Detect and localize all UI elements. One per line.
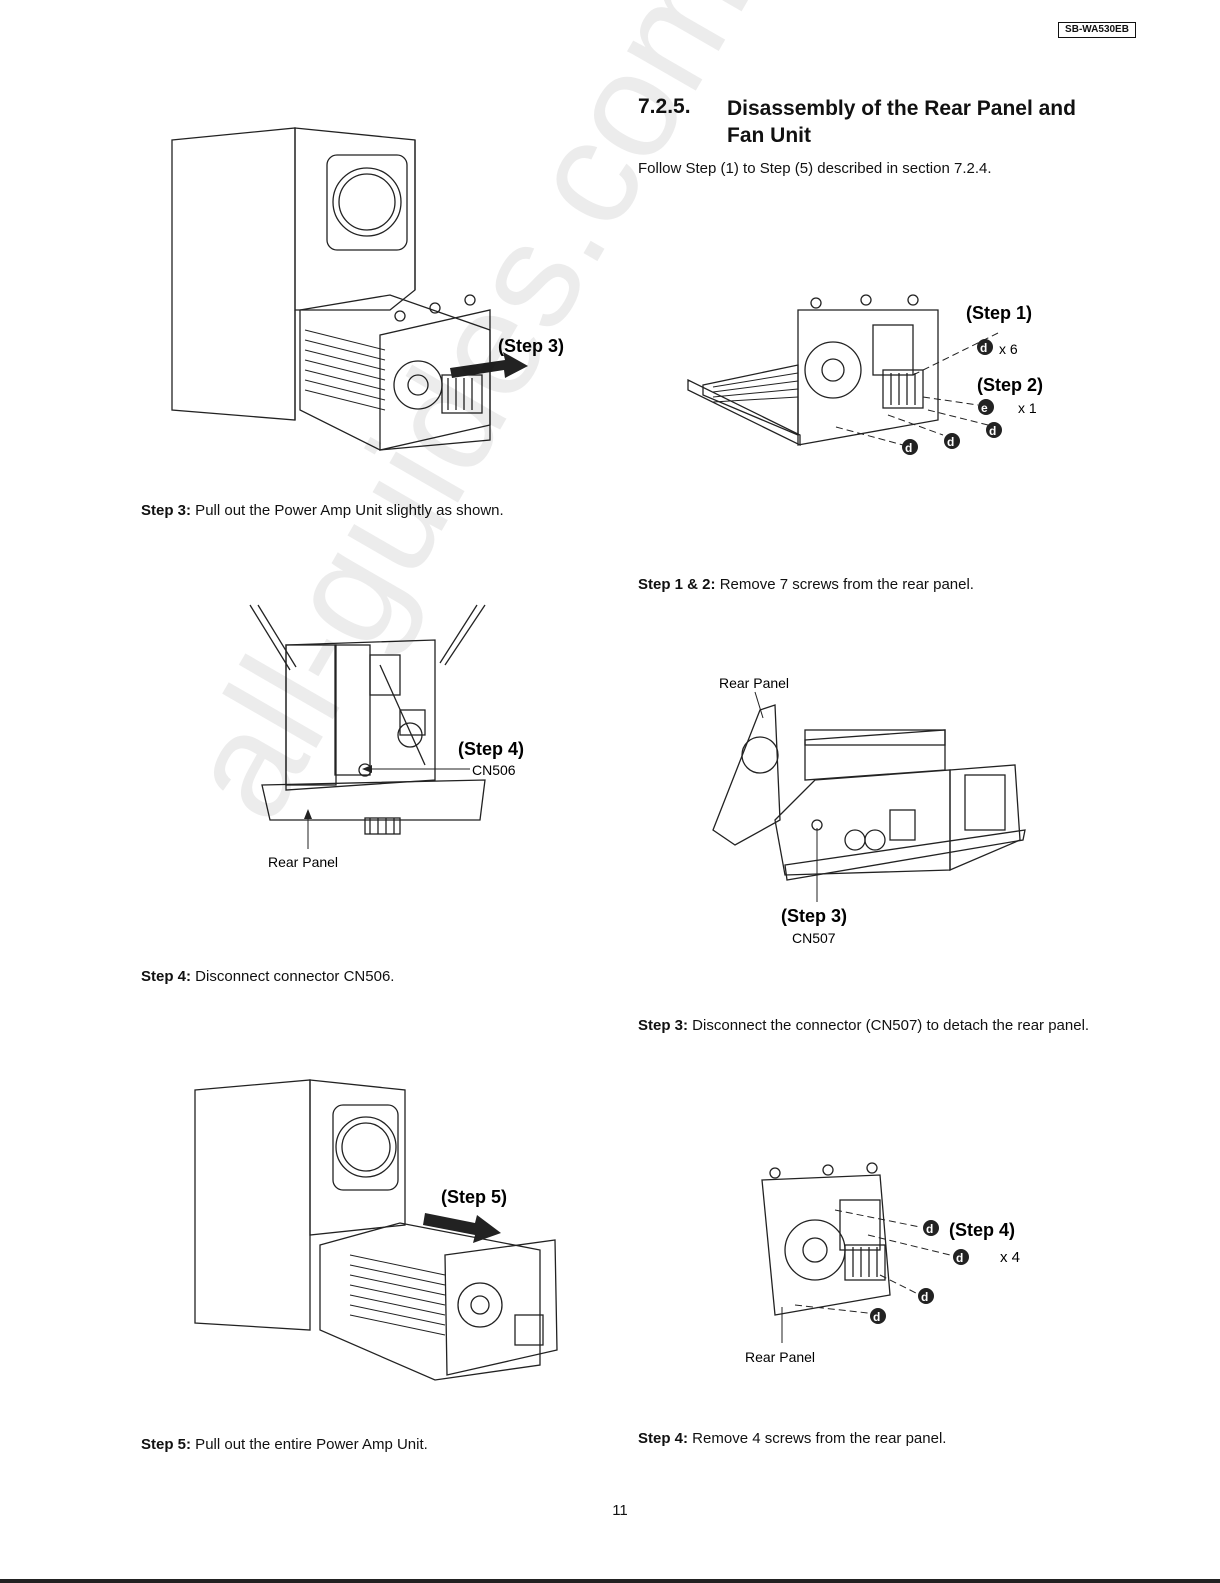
bottom-rule (0, 1579, 1220, 1583)
rear-panel-detached-illustration: Rear Panel (Step 3) CN507 (712, 675, 1026, 946)
caption-lead: Step 4: (638, 1430, 689, 1447)
fig-label-step4: (Step 4) (458, 739, 524, 759)
caption-right-2: Step 3: Disconnect the connector (CN507)… (638, 1015, 1103, 1037)
fig-label-step1: (Step 1) (966, 303, 1032, 323)
screw-d-letter: d (905, 441, 912, 455)
panel-arrow-icon (304, 809, 312, 819)
screw-e-letter: e (981, 401, 988, 415)
caption-text: Pull out the entire Power Amp Unit. (191, 1436, 428, 1453)
rear-panel-four-screws-illustration: d (Step 4) d x 4 d d Rear Panel (745, 1162, 1020, 1365)
fig-label-step3: (Step 3) (498, 336, 564, 356)
screw-d-letter: d (989, 424, 996, 438)
fig-label-cn506: CN506 (472, 762, 516, 778)
screw-d-icon: d (977, 339, 993, 355)
fig-label-rear-panel: Rear Panel (719, 675, 789, 691)
fig-label-cn507: CN507 (792, 930, 836, 946)
caption-left-1: Step 3: Pull out the Power Amp Unit slig… (141, 500, 504, 522)
figure-right-step1-2: (Step 1) d x 6 (Step 2) e x 1 d d d (687, 294, 1063, 465)
caption-text: Disconnect connector CN506. (191, 968, 395, 985)
figure-left-step4: (Step 4) CN506 Rear Panel (249, 604, 550, 875)
fig-label-qty: x 4 (1000, 1249, 1020, 1266)
caption-lead: Step 1 & 2: (638, 576, 716, 593)
fig-label-step4: (Step 4) (949, 1220, 1015, 1240)
fig-label-rear-panel: Rear Panel (268, 854, 338, 870)
fig-label-qty-d: x 6 (999, 341, 1018, 357)
fig-label-step2: (Step 2) (977, 375, 1043, 395)
caption-text: Pull out the Power Amp Unit slightly as … (191, 502, 504, 519)
screw-d-letter: d (947, 435, 954, 449)
caption-lead: Step 3: (141, 502, 192, 519)
screw-d-icon: d (944, 433, 960, 449)
caption-right-1: Step 1 & 2: Remove 7 screws from the rea… (638, 574, 974, 596)
screw-d-icon: d (986, 422, 1002, 438)
figure-right-step3: Rear Panel (Step 3) CN507 (705, 670, 1040, 955)
screw-d-icon: d (923, 1220, 939, 1236)
screw-d-icon: d (918, 1288, 934, 1304)
caption-left-2: Step 4: Disconnect connector CN506. (141, 966, 394, 988)
screw-d-letter: d (921, 1290, 928, 1304)
pull-arrow-icon (450, 352, 528, 378)
caption-right-3: Step 4: Remove 4 screws from the rear pa… (638, 1428, 946, 1450)
section-number: 7.2.5. (638, 95, 691, 118)
fig-label-step5: (Step 5) (441, 1187, 507, 1207)
rear-panel-screws-illustration: (Step 1) d x 6 (Step 2) e x 1 d d d (687, 294, 1043, 455)
caption-text: Remove 4 screws from the rear panel. (688, 1430, 947, 1447)
screw-e-icon: e (978, 399, 994, 415)
model-tag: SB-WA530EB (1058, 22, 1136, 38)
fig-label-rear-panel: Rear Panel (745, 1349, 815, 1365)
subwoofer-cabinet-illustration: (Step 3) (171, 127, 564, 451)
caption-text: Remove 7 screws from the rear panel. (715, 576, 974, 593)
pull-arrow-icon (423, 1213, 501, 1243)
screw-d-icon: d (902, 439, 918, 455)
caption-lead: Step 5: (141, 1436, 192, 1453)
screw-d-letter: d (956, 1251, 963, 1265)
figure-right-step4: d (Step 4) d x 4 d d Rear Panel (740, 1162, 1040, 1370)
screw-d-icon: d (870, 1308, 886, 1324)
figure-left-step5: (Step 5) (185, 1075, 575, 1395)
screw-d-letter: d (926, 1222, 933, 1236)
figure-left-step3: (Step 3) (160, 120, 590, 470)
power-amp-illustration: (Step 4) CN506 Rear Panel (249, 604, 524, 870)
screw-d-letter: d (873, 1310, 880, 1324)
page-number: 11 (612, 1502, 628, 1519)
screw-d-icon: d (953, 1249, 969, 1265)
section-title: Disassembly of the Rear Panel and Fan Un… (727, 97, 1076, 147)
subwoofer-amp-removed-illustration: (Step 5) (194, 1079, 558, 1381)
caption-lead: Step 3: (638, 1017, 689, 1034)
caption-lead: Step 4: (141, 968, 192, 985)
fig-label-step3: (Step 3) (781, 906, 847, 926)
caption-left-3: Step 5: Pull out the entire Power Amp Un… (141, 1434, 428, 1456)
fig-label-qty-e: x 1 (1018, 400, 1037, 416)
screw-d-letter: d (980, 341, 987, 355)
connector-arrow-icon (362, 765, 372, 773)
caption-text: Disconnect the connector (CN507) to deta… (688, 1017, 1090, 1034)
section-intro: Follow Step (1) to Step (5) described in… (638, 160, 992, 177)
